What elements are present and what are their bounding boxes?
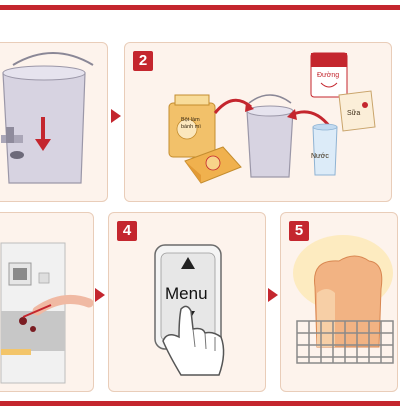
sugar-label: Đường: [317, 72, 339, 79]
arrow-step-1-to-2: [111, 109, 121, 123]
menu-button-illustration: Menu: [154, 244, 225, 376]
flour-label-1: Bột làm: [181, 117, 200, 123]
menu-up-arrow-icon: [181, 257, 195, 269]
step-2-panel: 2 Bột làm bánh mì Đường: [124, 42, 392, 202]
menu-label: Menu: [165, 284, 208, 303]
bread-machine-illustration: [0, 242, 93, 384]
step-4-number: 4: [117, 221, 137, 241]
bottom-red-band: [0, 401, 400, 406]
milk-label: Sữa: [347, 110, 360, 117]
cooling-rack: [296, 320, 394, 364]
pointing-hand-icon: [162, 305, 225, 376]
step-3-panel: [0, 212, 94, 392]
bucket-paddle-illustration: [1, 52, 94, 184]
step-5-number: 5: [289, 221, 309, 241]
step-2-number: 2: [133, 51, 153, 71]
top-red-band: [0, 5, 400, 10]
bucket: [246, 94, 294, 178]
arrow-step-3-to-4: [95, 288, 105, 302]
sugar-bag: Đường: [310, 52, 348, 98]
flour-bag: Bột làm bánh mì: [168, 94, 242, 184]
water-label: Nước: [311, 153, 329, 160]
step-4-panel: 4 Menu: [108, 212, 266, 392]
arrow-step-4-to-5: [268, 288, 278, 302]
water-cup: Nước: [311, 123, 338, 176]
flour-label-2: bánh mì: [181, 124, 201, 130]
milk-pack: Sữa: [338, 90, 376, 132]
baked-bread-illustration: [293, 235, 394, 364]
step-5-panel: 5: [280, 212, 398, 392]
ingredients-illustration: Bột làm bánh mì Đường Sữa: [168, 52, 376, 184]
step-1-panel: [0, 42, 108, 202]
